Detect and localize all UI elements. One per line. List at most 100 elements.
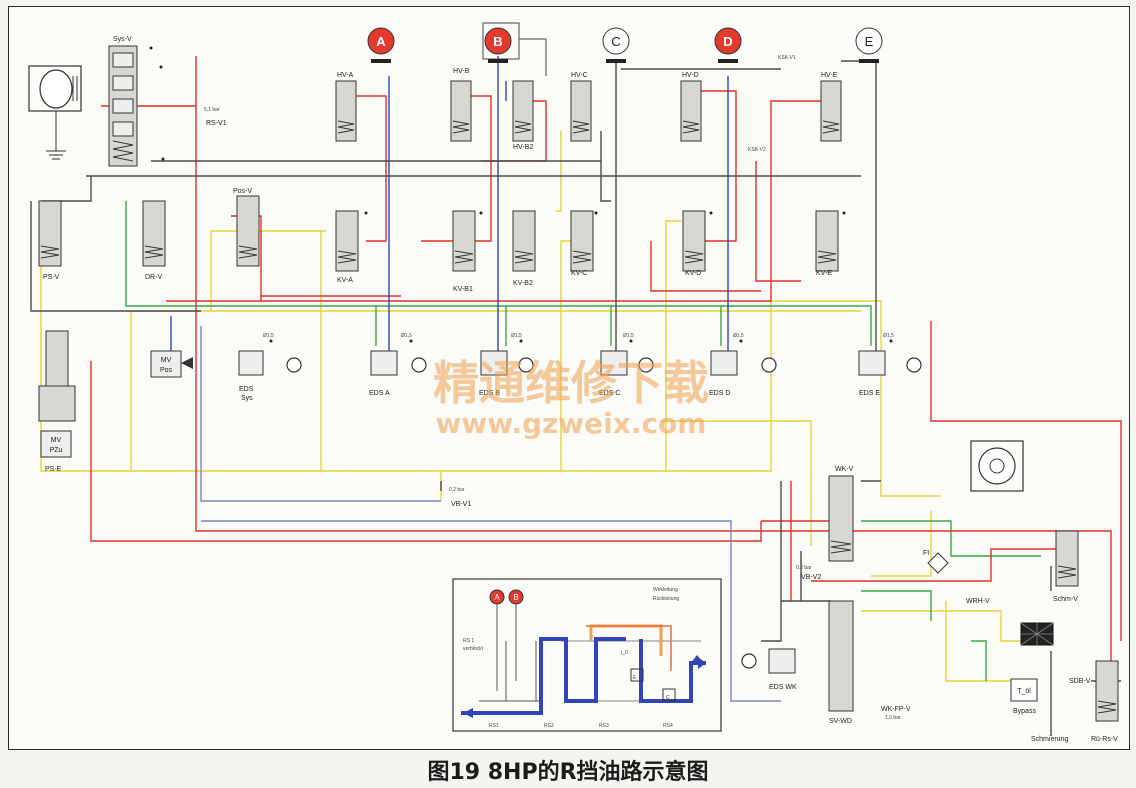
clutch-c-label: C xyxy=(611,34,620,49)
label-orifice-e: Ø1,5 xyxy=(883,333,894,339)
label-vb-v1-pressure: 0,2 bar xyxy=(449,487,465,493)
inset-clutch-a: A xyxy=(494,593,500,602)
inset-rs-note-1: RS 1 xyxy=(463,638,474,644)
label-rs-v1-pressure: 5,1 bar xyxy=(204,107,220,113)
label-kv-b2: KV-B2 xyxy=(513,280,533,287)
label-kv-b1: KV-B1 xyxy=(453,286,473,293)
label-wrh-v: WRH-V xyxy=(966,598,990,605)
label-hv-d: HV-D xyxy=(682,72,699,79)
label-fi: FI xyxy=(923,550,929,557)
mv-pzu: MV PZu xyxy=(40,430,72,458)
thermostat: T_öl xyxy=(1010,678,1038,702)
inset-box-c: C xyxy=(666,695,670,701)
label-eds-sys-1: EDS xyxy=(239,386,254,393)
label-orifice-a: Ø1,5 xyxy=(401,333,412,339)
label-ksk-v2: KSK-V2 xyxy=(748,147,766,153)
label-pos-v: Pos-V xyxy=(233,188,252,195)
eds-coils xyxy=(286,357,922,669)
watermark: 精通维修下载 www.gzweix.com xyxy=(433,356,709,440)
mv-pos-label-2: Pos xyxy=(160,367,173,374)
label-kv-c: KV-C xyxy=(571,270,587,277)
label-kv-a: KV-A xyxy=(337,277,353,284)
clutch-b: B xyxy=(482,22,547,76)
label-hv-c: HV-C xyxy=(571,72,588,79)
inset-legend-1: Wirkleitung xyxy=(653,587,678,593)
label-wk-v: WK-V xyxy=(835,466,854,473)
clutch-c: C xyxy=(602,27,630,55)
filter-fi xyxy=(927,552,949,574)
label-ps-e: PS-E xyxy=(45,466,62,473)
mv-pzu-label-2: PZu xyxy=(50,447,63,454)
inset-stage-rs1: RS1 xyxy=(489,723,499,729)
label-dr-v: DR-V xyxy=(145,274,162,281)
label-eds-d: EDS D xyxy=(709,390,730,397)
label-hv-b2: HV-B2 xyxy=(513,144,533,151)
inset-stage-rs3: RS3 xyxy=(599,723,609,729)
label-vb-v1: VB-V1 xyxy=(451,501,471,508)
label-bypass: Bypass xyxy=(1013,708,1036,715)
label-eds-b: EDS B xyxy=(479,390,500,397)
label-eds-sys-2: Sys xyxy=(241,395,253,402)
mv-pos-label-1: MV xyxy=(161,357,172,364)
label-schm-v: Schm-V xyxy=(1053,596,1078,603)
label-wk-fp-v: WK-FP-V xyxy=(881,706,911,713)
inset-gearset: Wirkleitung Rückleitung A B RS 1 verbloc… xyxy=(452,578,722,732)
label-vb-v2: VB-V2 xyxy=(801,574,821,581)
label-schmierung: Schmierung xyxy=(1031,736,1068,743)
label-vb-v2-pressure: 0,2 bar xyxy=(796,565,812,571)
label-kv-e: KV-E xyxy=(816,270,832,277)
hydraulic-schematic: A B C D E xyxy=(28,22,1122,743)
label-hv-a: HV-A xyxy=(337,72,354,79)
label-ru-rs-v: Rü-Rs-V xyxy=(1091,736,1118,743)
inset-box-e: E xyxy=(633,675,637,681)
clutch-a-label: A xyxy=(376,34,386,49)
heat-exchanger xyxy=(1020,622,1054,646)
label-sv-wd: SV-WD xyxy=(829,718,852,725)
label-eds-e: EDS E xyxy=(859,390,880,397)
clutch-d: D xyxy=(714,27,742,55)
label-sys-v: Sys-V xyxy=(113,36,132,43)
valve-springs xyxy=(40,120,1117,714)
label-ps-v: PS-V xyxy=(43,274,60,281)
oil-cooler xyxy=(970,440,1024,492)
component-labels: Sys-V RS-V1 5,1 bar PS-V DR-V Pos-V EDS … xyxy=(43,36,1118,743)
clutch-d-label: D xyxy=(723,34,732,49)
clutch-a: A xyxy=(367,27,395,55)
watermark-line-2: www.gzweix.com xyxy=(436,407,707,440)
eds-solenoids xyxy=(238,350,886,674)
label-ksk-v1: KSK-V1 xyxy=(778,55,796,61)
inset-clutch-b: B xyxy=(513,593,518,602)
label-kv-d: KV-D xyxy=(685,270,701,277)
hydraulic-schematic-frame: A B C D E xyxy=(8,6,1130,750)
t-oil-label: T_öl xyxy=(1017,688,1031,695)
clutch-e: E xyxy=(855,27,883,55)
clutch-b-label: B xyxy=(493,34,502,49)
inset-rs-note-2: verblockt xyxy=(463,646,484,652)
label-orifice-sys: Ø1,5 xyxy=(263,333,274,339)
inset-legend-2: Rückleitung xyxy=(653,596,679,602)
label-hv-b: HV-B xyxy=(453,68,470,75)
watermark-line-1: 精通维修下载 xyxy=(433,356,709,410)
label-eds-wk: EDS WK xyxy=(769,684,797,691)
inset-stage-rs4: RS4 xyxy=(663,723,673,729)
orifices xyxy=(149,46,893,343)
label-sdb-v: SDB-V xyxy=(1069,678,1091,685)
label-eds-c: EDS C xyxy=(599,390,620,397)
figure-caption: 图19 8HP的R挡油路示意图 xyxy=(427,760,709,785)
valve-bodies xyxy=(38,45,1119,722)
label-orifice-b: Ø1,5 xyxy=(511,333,522,339)
inset-stage-rs2: RS2 xyxy=(544,723,554,729)
pump-symbol xyxy=(28,65,82,160)
mv-pzu-label-1: MV xyxy=(51,437,62,444)
oil-lines xyxy=(30,56,1122,736)
clutch-dampers xyxy=(371,59,879,63)
label-wk-fp-pressure: 1,0 bar xyxy=(885,715,901,721)
label-hv-e: HV-E xyxy=(821,72,838,79)
label-orifice-d: Ø1,5 xyxy=(733,333,744,339)
clutch-e-label: E xyxy=(865,34,874,49)
label-orifice-c: Ø1,5 xyxy=(623,333,634,339)
inset-ratio-label: i_0 xyxy=(621,650,628,656)
label-rs-v1: RS-V1 xyxy=(206,120,227,127)
mv-pos: MV Pos xyxy=(150,350,193,378)
label-eds-a: EDS A xyxy=(369,390,390,397)
